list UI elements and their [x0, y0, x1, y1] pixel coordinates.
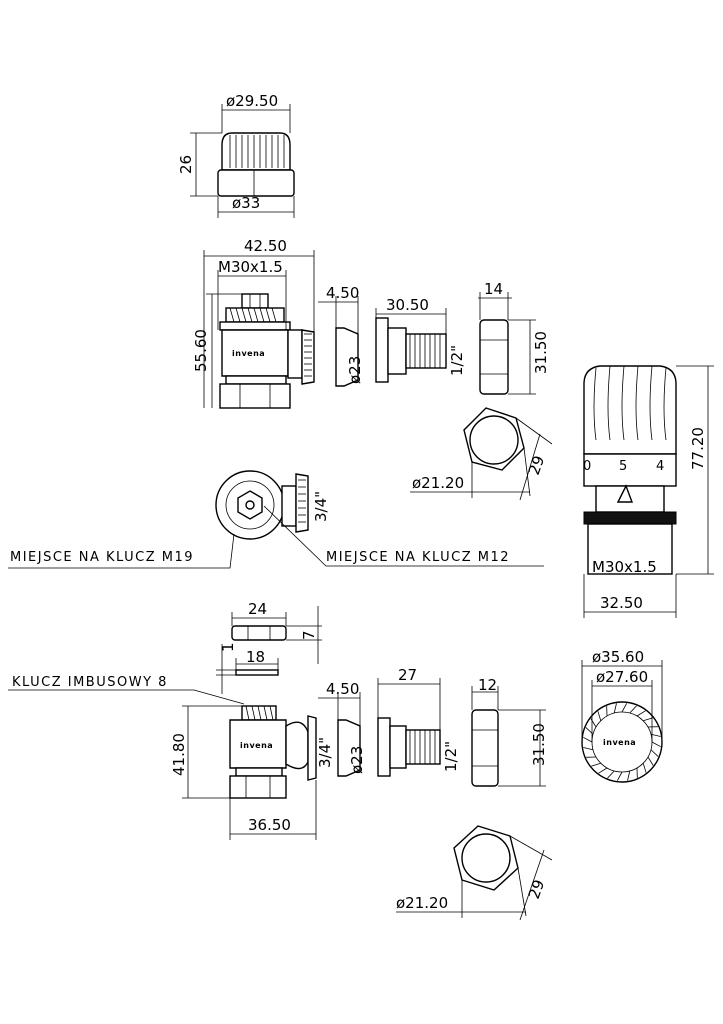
dial-mark-4: 4: [656, 459, 664, 474]
hex2-flats-label: 29: [525, 877, 548, 901]
nut-width-label: 14: [484, 280, 503, 298]
nut2-height-label: 31.50: [530, 723, 548, 766]
cap-dimensions: [190, 104, 295, 218]
tail2-length-label: 27: [398, 666, 417, 684]
wrench-m12-label: MIEJSCE NA KLUCZ M12: [326, 550, 510, 565]
valve-tail: [375, 308, 447, 383]
hex-diameter-label: ø21.20: [412, 474, 464, 492]
tail2-thread-label: 1/2": [442, 741, 460, 772]
side-thread-label: 3/4": [312, 491, 330, 522]
valve-height-label: 55.60: [192, 329, 210, 372]
straight-valve: invena: [219, 293, 315, 409]
brand-logo-2: invena: [240, 741, 273, 750]
cap-diameter-top-label: ø29.50: [226, 92, 278, 110]
knob-serration: [647, 756, 654, 766]
knob-serration: [591, 762, 601, 767]
brand-logo-3: invena: [603, 738, 636, 747]
wrench-m19-label: MIEJSCE NA KLUCZ M19: [10, 550, 194, 565]
plug-width-label: 24: [248, 600, 267, 618]
seal-ring-2: [318, 692, 361, 777]
seal-ring: [318, 296, 359, 387]
knob-serration: [621, 703, 628, 713]
knob-serration: [613, 703, 617, 714]
knob-serration: [629, 705, 637, 714]
angle-valve-width-label: 36.50: [248, 816, 291, 834]
plug-height-label: 7: [300, 630, 318, 640]
knob-serration: [607, 770, 615, 779]
knob-inner-diameter-label: ø27.60: [596, 668, 648, 686]
valve-dimensions: [203, 250, 315, 408]
angle-valve-dimensions: [182, 705, 317, 840]
head-dimensions: [583, 365, 714, 618]
knob-outer-diameter-label: ø35.60: [592, 648, 644, 666]
knob-serration: [583, 747, 594, 751]
brand-logo: invena: [232, 349, 265, 358]
ring2-diameter-label: ø23: [348, 746, 366, 774]
hex-key-label: KLUCZ IMBUSOWY 8: [12, 675, 168, 690]
knob-serration: [627, 770, 631, 781]
knob-serration: [642, 763, 647, 773]
cap-diameter-bottom-label: ø33: [232, 194, 260, 212]
cap-height-label: 26: [177, 155, 195, 174]
hex-flats-label: 29: [525, 453, 548, 477]
knob-serration: [650, 749, 659, 757]
angle-valve-height-label: 41.80: [170, 733, 188, 776]
side2-thread-label: 3/4": [316, 737, 334, 768]
tail-thread-label: 1/2": [448, 345, 466, 376]
nut-height-label: 31.50: [532, 331, 550, 374]
knob-serration: [643, 717, 653, 722]
knob-serration: [597, 711, 602, 721]
union-nut: [478, 292, 536, 395]
tail-length-label: 30.50: [386, 296, 429, 314]
hex-nut-front-2: [396, 825, 553, 921]
callout-lines: [8, 505, 544, 569]
hex2-diameter-label: ø21.20: [396, 894, 448, 912]
thermostatic-head: [583, 365, 677, 575]
knob-top-view: invena: [581, 660, 663, 783]
angle-valve: invena: [229, 705, 317, 799]
dial-mark-0: 0: [583, 459, 591, 474]
knob-serration: [636, 710, 646, 717]
plug-cap: [231, 606, 322, 664]
knob-serration: [650, 733, 661, 737]
washer-height-label: 1: [219, 642, 237, 652]
knob-serration: [616, 771, 623, 781]
valve-thread-label: M30x1.5: [218, 258, 283, 276]
valve-width-label: 42.50: [244, 237, 287, 255]
valve-tail-2: [377, 678, 441, 777]
washer-width-label: 18: [246, 648, 265, 666]
head-height-label: 77.20: [689, 427, 707, 470]
knob-serration: [651, 741, 661, 748]
dial-mark-5: 5: [619, 459, 627, 474]
union-nut-2: [471, 686, 546, 787]
valve-cap: [217, 132, 295, 197]
ring2-width-label: 4.50: [326, 680, 359, 698]
head-base-width-label: 32.50: [600, 594, 643, 612]
washer: [216, 644, 279, 694]
hex-nut-front: [410, 407, 553, 501]
nut2-width-label: 12: [478, 676, 497, 694]
head-thread-label: M30x1.5: [592, 558, 657, 576]
valve-top-view: [215, 470, 309, 540]
hex-key-callout: [8, 689, 245, 705]
knob-serration: [583, 736, 593, 743]
knob-serration: [598, 767, 608, 774]
ring-diameter-label: ø23: [346, 356, 364, 384]
ring-width-label: 4.50: [326, 284, 359, 302]
